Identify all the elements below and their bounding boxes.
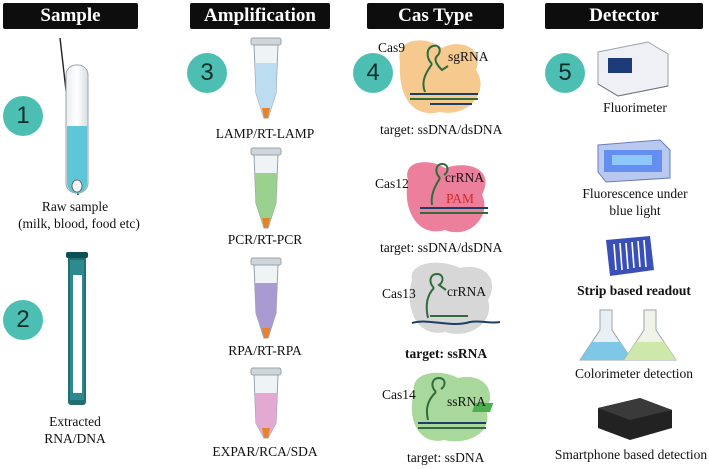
header-detector: Detector: [545, 3, 703, 29]
pcr-tube: [250, 147, 282, 229]
raw-sample-tube: [59, 37, 89, 196]
expar-tube: [250, 367, 282, 439]
raw-sample-examples-label: (milk, blood, food etc): [18, 216, 140, 231]
cas14-complex: [411, 372, 491, 442]
step-badge-1: 1: [3, 96, 43, 136]
cas14-name-label: Cas14: [382, 387, 416, 402]
step-badge-5: 5: [545, 53, 585, 93]
cas9-name-label: Cas9: [378, 40, 405, 55]
cas9-complex: [399, 40, 481, 114]
colorimeter-label: Colorimeter detection: [574, 366, 694, 381]
cas14-rna-label: ssRNA: [447, 394, 487, 409]
step-badge-3: 3: [187, 53, 227, 93]
lamp-tube: [250, 37, 282, 119]
extracted-tube: [66, 252, 88, 405]
rpa-tube: [250, 257, 282, 339]
blue-light-box: [597, 139, 671, 183]
extracted-label: Extracted: [49, 414, 101, 429]
cas12-rna-label: crRNA: [445, 170, 484, 185]
cas9-rna-label: sgRNA: [448, 49, 489, 64]
cas12-complex: [406, 162, 488, 233]
fluorimeter-label: Fluorimeter: [603, 100, 667, 115]
strip-readout: [606, 236, 654, 276]
cas13-name-label: Cas13: [382, 286, 416, 301]
cas12-name-label: Cas12: [375, 176, 409, 191]
cas12-pam-label: PAM: [446, 191, 475, 206]
header-cas-type: Cas Type: [367, 3, 504, 29]
cas13-complex: [409, 262, 501, 334]
cas9-target-label: target: ssDNA/dsDNA: [380, 122, 503, 137]
blue-light-label: blue light: [609, 203, 661, 218]
expar-label: EXPAR/RCA/SDA: [212, 444, 318, 459]
smartphone-label: Smartphone based detection: [554, 447, 708, 462]
header-amplification: Amplification: [190, 3, 330, 29]
lamp-label: LAMP/RT-LAMP: [215, 126, 315, 141]
cas14-target-label: target: ssDNA: [407, 450, 485, 465]
raw-sample-label: Raw sample: [41, 199, 109, 214]
header-sample: Sample: [3, 3, 138, 29]
extracted-type-label: RNA/DNA: [44, 431, 106, 446]
step-badge-2: 2: [3, 300, 43, 340]
fluorescence-label: Fluorescence under: [582, 186, 688, 201]
strip-readout-label: Strip based readout: [577, 283, 691, 298]
fluorimeter-device: [597, 41, 669, 97]
colorimeter-flasks: [579, 309, 677, 361]
cas13-target-label: target: ssRNA: [405, 346, 488, 361]
cas12-target-label: target: ssDNA/dsDNA: [380, 240, 503, 255]
rpa-label: RPA/RT-RPA: [228, 343, 302, 358]
smartphone-device: [472, 398, 672, 440]
cas13-rna-label: crRNA: [447, 284, 486, 299]
step-badge-4: 4: [353, 53, 393, 93]
pcr-label: PCR/RT-PCR: [227, 232, 303, 247]
